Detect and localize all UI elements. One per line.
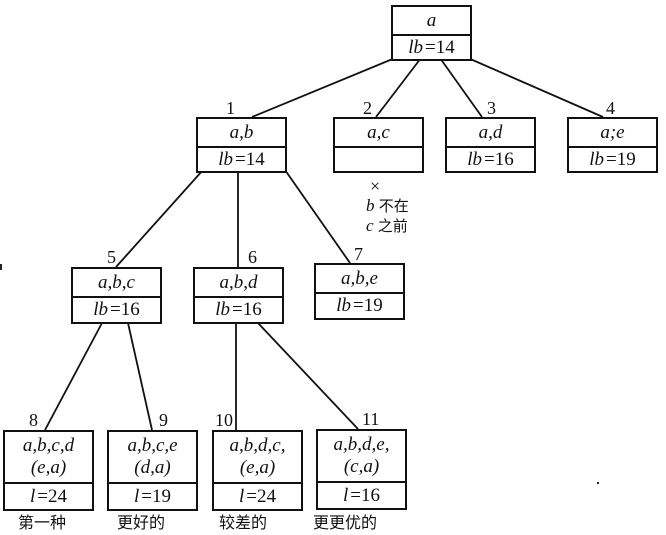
node-8-number: 8 [29,410,38,430]
node-6-bound-value: 16 [242,299,262,320]
edge-5-8 [44,322,103,431]
node-4: a;e lb=19 [567,117,658,173]
node-2-pruned-note: × b 不在 c 之前 [366,176,409,235]
node-4-bound-value: 19 [616,148,636,170]
node-1-number: 1 [226,98,235,118]
node-11-return: (c,a) [343,456,380,477]
node-8-return: (e,a) [30,457,67,478]
node-7-bound-value: 19 [363,295,383,316]
node-root-path: a [426,9,437,31]
node-8: a,b,c,d (e,a) l=24 [3,430,94,511]
node-2-number: 2 [363,98,372,118]
edge-root-2 [375,57,422,118]
node-3-bound-value: 16 [494,148,514,170]
node-9: a,b,c,e (d,a) l=19 [107,430,198,511]
edge-1-7 [284,169,351,264]
node-root-bound-label: lb [408,36,424,58]
edge-1-5 [115,169,204,268]
node-9-path: a,b,c,e [127,435,178,456]
node-8-length-value: 24 [48,485,67,507]
node-4-number: 4 [606,98,615,118]
node-10-number: 10 [215,410,233,430]
node-9-number: 9 [159,410,168,430]
node-7: a,b,e lb=19 [314,263,405,320]
node-2-path: a,c [367,121,390,143]
node-10-return: (e,a) [239,457,276,478]
node-11-length-value: 16 [361,484,380,506]
node-11: a,b,d,e, (c,a) l=16 [316,429,407,510]
node-root: a lb=14 [391,5,472,61]
node-11-number: 11 [362,409,380,429]
edge-root-4 [467,57,604,118]
node-2-bound-empty [335,148,422,171]
pruned-cross-icon: × [370,176,381,196]
node-2: a,c [333,117,424,173]
node-root-bound-value: 14 [435,36,455,58]
node-11-caption: 更更优的 [313,513,378,532]
node-9-return: (d,a) [134,457,171,478]
node-3-number: 3 [487,98,496,118]
node-5-number: 5 [107,247,116,267]
node-9-length-value: 19 [152,485,171,507]
node-6-number: 6 [248,247,257,267]
node-5-path: a,b,c [98,271,135,293]
edge-root-3 [439,57,483,118]
node-8-caption: 第一种 [18,513,67,532]
node-1-bound-value: 14 [245,148,265,170]
node-3: a,d lb=16 [445,117,536,173]
node-7-number: 7 [354,244,363,264]
node-9-caption: 更好的 [117,513,166,532]
edge-root-1 [251,57,396,118]
node-5: a,b,c lb=16 [71,267,162,324]
node-11-path: a,b,d,e, [333,434,390,455]
edge-5-9 [127,322,153,431]
edge-6-11 [257,322,359,430]
node-1: a,b lb=14 [196,117,287,173]
scan-artifact-left [0,264,2,270]
node-6: a,b,d lb=16 [193,267,284,324]
node-7-path: a,b,e [341,267,378,289]
scan-artifact-dot [597,482,599,484]
node-6-path: a,b,d [219,271,258,293]
node-1-path: a,b [229,121,254,143]
node-10: a,b,d,c, (e,a) l=24 [212,430,303,511]
node-3-path: a,d [478,121,503,143]
node-10-path: a,b,d,c, [229,435,286,456]
node-10-length-value: 24 [257,485,276,507]
node-4-path: a;e [600,121,625,143]
node-5-bound-value: 16 [120,299,140,320]
node-10-caption: 较差的 [219,513,268,532]
node-8-path: a,b,c,d [22,435,75,456]
